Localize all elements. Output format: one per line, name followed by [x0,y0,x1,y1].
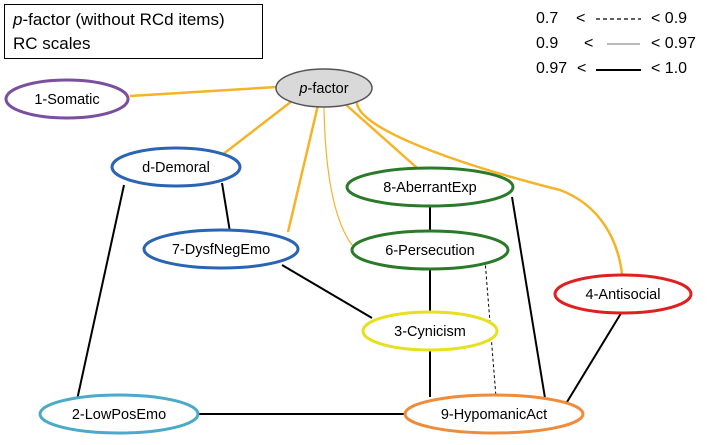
legend-low-1: 0.7 [536,10,559,27]
pfactor-links [129,85,624,275]
node-lowposemo: 2-LowPosEmo [38,393,200,435]
node-pfactor-shape [275,68,373,108]
node-dysfnegemo-shape [142,228,300,270]
node-demoral-label: d-Demoral [142,160,210,176]
legend-op-2: < [584,35,594,52]
node-demoral-shape [110,146,242,188]
node-pfactor: p-factor [275,68,373,108]
node-persecution-label: 6-Persecution [385,243,474,259]
node-pfactor-italic: p [298,81,307,97]
node-aberrantexp: 8-AberrantExp [345,166,515,208]
link-pfactor-somatic [129,85,278,98]
legend-row-3: 0.97 < < 1.0 [536,60,687,78]
link-pfactor-persecution [323,107,353,246]
legend-op-3: < [577,60,587,77]
node-hypomanicact-label: 9-HypomanicAct [441,407,547,423]
node-hypomanicact-shape [403,393,585,435]
node-antisocial-label: 4-Antisocial [586,287,661,303]
node-pfactor-rest: -factor [307,81,348,97]
legend-high-3: < 1.0 [651,60,688,77]
title-line-1: p-factor (without RCd items) [13,10,225,30]
node-cynicism-shape [361,310,499,352]
node-antisocial-shape [553,273,693,315]
legend-high-1: < 0.9 [651,10,688,27]
node-cynicism: 3-Cynicism [361,310,499,352]
legend-row-1: 0.7 < < 0.9 [536,10,687,28]
node-dysfnegemo: 7-DysfNegEmo [142,228,300,270]
node-hypomanicact: 9-HypomanicAct [403,393,585,435]
legend-row-2: 0.9 < < 0.97 [536,35,696,53]
legend-samples [596,18,641,71]
node-aberrantexp-shape [345,166,515,208]
node-pfactor-label: p-factor [298,81,348,97]
node-persecution: 6-Persecution [350,229,510,271]
node-dysfnegemo-label: 7-DysfNegEmo [172,242,270,258]
node-lowposemo-label: 2-LowPosEmo [72,407,166,423]
link-demoral-lowposemo [76,184,125,401]
scale-links [76,182,624,415]
legend-low-2: 0.9 [536,35,559,52]
node-aberrantexp-label: 8-AberrantExp [383,180,477,196]
link-antisocial-hypomanicact [566,309,624,403]
title-line-2: RC scales [13,34,91,53]
link-pfactor-antisocial [355,98,624,275]
node-somatic-label: 1-Somatic [34,92,99,108]
node-lowposemo-shape [38,393,200,435]
title-box: p-factor (without RCd items) RC scales [4,4,263,59]
node-demoral: d-Demoral [110,146,242,188]
legend-high-2: < 0.97 [651,35,696,52]
link-pfactor-aberrantexp [343,102,426,176]
node-somatic: 1-Somatic [4,78,130,120]
link-pfactor-demoral [221,100,293,156]
link-demoral-dysfnegemo [221,182,231,233]
link-pfactor-dysfnegemo [286,104,320,233]
legend-op-1: < [576,10,586,27]
node-antisocial: 4-Antisocial [553,273,693,315]
legend-low-3: 0.97 [536,60,568,77]
node-persecution-shape [350,229,510,271]
title-italic-p: p [13,10,23,29]
link-dysfnegemo-cynicism [281,264,373,319]
node-cynicism-label: 3-Cynicism [394,324,466,340]
link-aberrantexp-hypomanicact [511,196,546,399]
node-somatic-shape [4,78,130,120]
title-line-1-rest: -factor (without RCd items) [22,10,225,29]
